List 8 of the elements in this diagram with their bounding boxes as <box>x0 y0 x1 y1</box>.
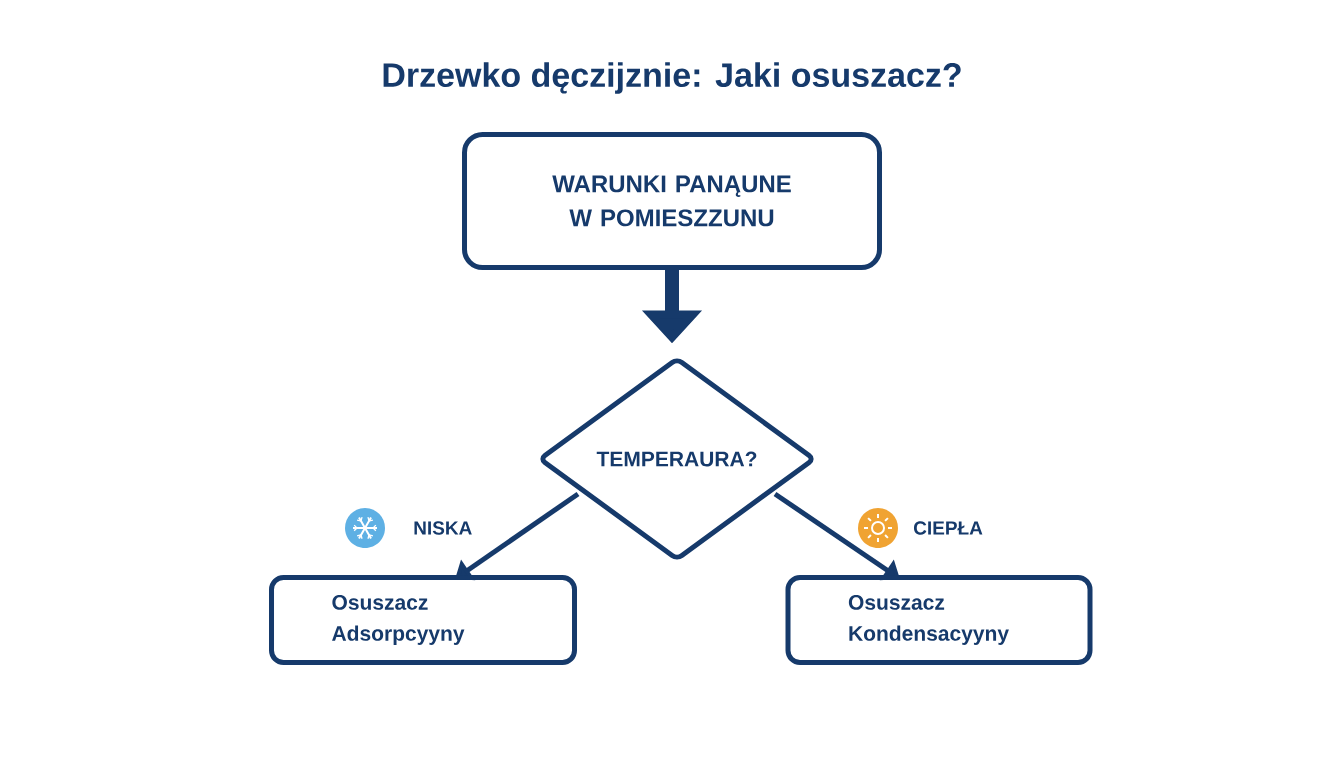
edge-label: NISKA <box>414 521 472 535</box>
process-box: Osuszacz Adsorpcyyny <box>269 575 577 665</box>
edge-label: CIEPŁA <box>914 521 983 535</box>
title: Drzewko dęczijznie: Jaki osuszacz? <box>383 62 961 94</box>
process-box: WARUNKI PANĄUNE W POMIESZZUNU <box>462 132 882 270</box>
process-box: Osuszacz Kondensacyyny <box>785 575 1093 665</box>
arrow <box>455 491 580 581</box>
arrow <box>773 491 900 581</box>
